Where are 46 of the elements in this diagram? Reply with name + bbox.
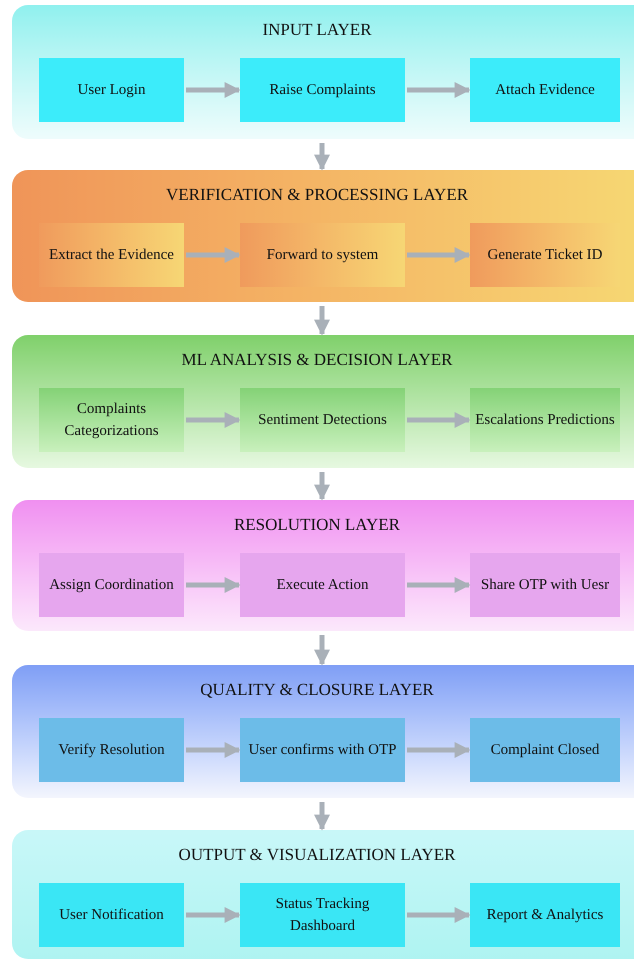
process-box: Status Tracking Dashboard (240, 883, 405, 947)
process-box: User confirms with OTP (240, 718, 405, 782)
layer-panel (12, 500, 634, 631)
process-box: User Notification (39, 883, 184, 947)
arrow (186, 907, 241, 923)
arrow (314, 306, 330, 336)
process-box: Report & Analytics (470, 883, 620, 947)
arrow (186, 412, 241, 428)
process-box: User Login (39, 58, 184, 122)
layer-panel (12, 665, 634, 798)
process-box: Forward to system (240, 223, 405, 287)
layer-title: INPUT LAYER (261, 19, 373, 41)
arrow (314, 635, 330, 666)
arrow (186, 577, 241, 593)
arrow (314, 143, 330, 171)
arrow (407, 247, 471, 263)
layer-title: RESOLUTION LAYER (232, 514, 402, 536)
arrow (186, 247, 241, 263)
process-box: Share OTP with Uesr (470, 553, 620, 617)
arrow (407, 907, 471, 923)
layer-panel (12, 170, 634, 302)
arrow (186, 742, 241, 758)
layer-title: QUALITY & CLOSURE LAYER (199, 679, 435, 701)
layer-title: VERIFICATION & PROCESSING LAYER (164, 184, 470, 206)
process-box: Extract the Evidence (39, 223, 184, 287)
process-box: Sentiment Detections (240, 388, 405, 452)
process-box: Complaints Categorizations (39, 388, 184, 452)
arrow (314, 472, 330, 501)
process-box: Complaint Closed (470, 718, 620, 782)
layer-panel (12, 5, 634, 139)
process-box: Escalations Predictions (470, 388, 620, 452)
layer-title: OUTPUT & VISUALIZATION LAYER (178, 844, 456, 866)
layer-title: ML ANALYSIS & DECISION LAYER (180, 349, 454, 371)
layer-panel (12, 830, 634, 959)
layer-panel (12, 335, 634, 468)
arrow (407, 577, 471, 593)
arrow (314, 802, 330, 831)
process-box: Raise Complaints (240, 58, 405, 122)
process-box: Attach Evidence (470, 58, 620, 122)
arrow (407, 742, 471, 758)
arrow (407, 82, 471, 98)
arrow (186, 82, 241, 98)
process-box: Verify Resolution (39, 718, 184, 782)
process-box: Execute Action (240, 553, 405, 617)
process-box: Assign Coordination (39, 553, 184, 617)
arrow (407, 412, 471, 428)
